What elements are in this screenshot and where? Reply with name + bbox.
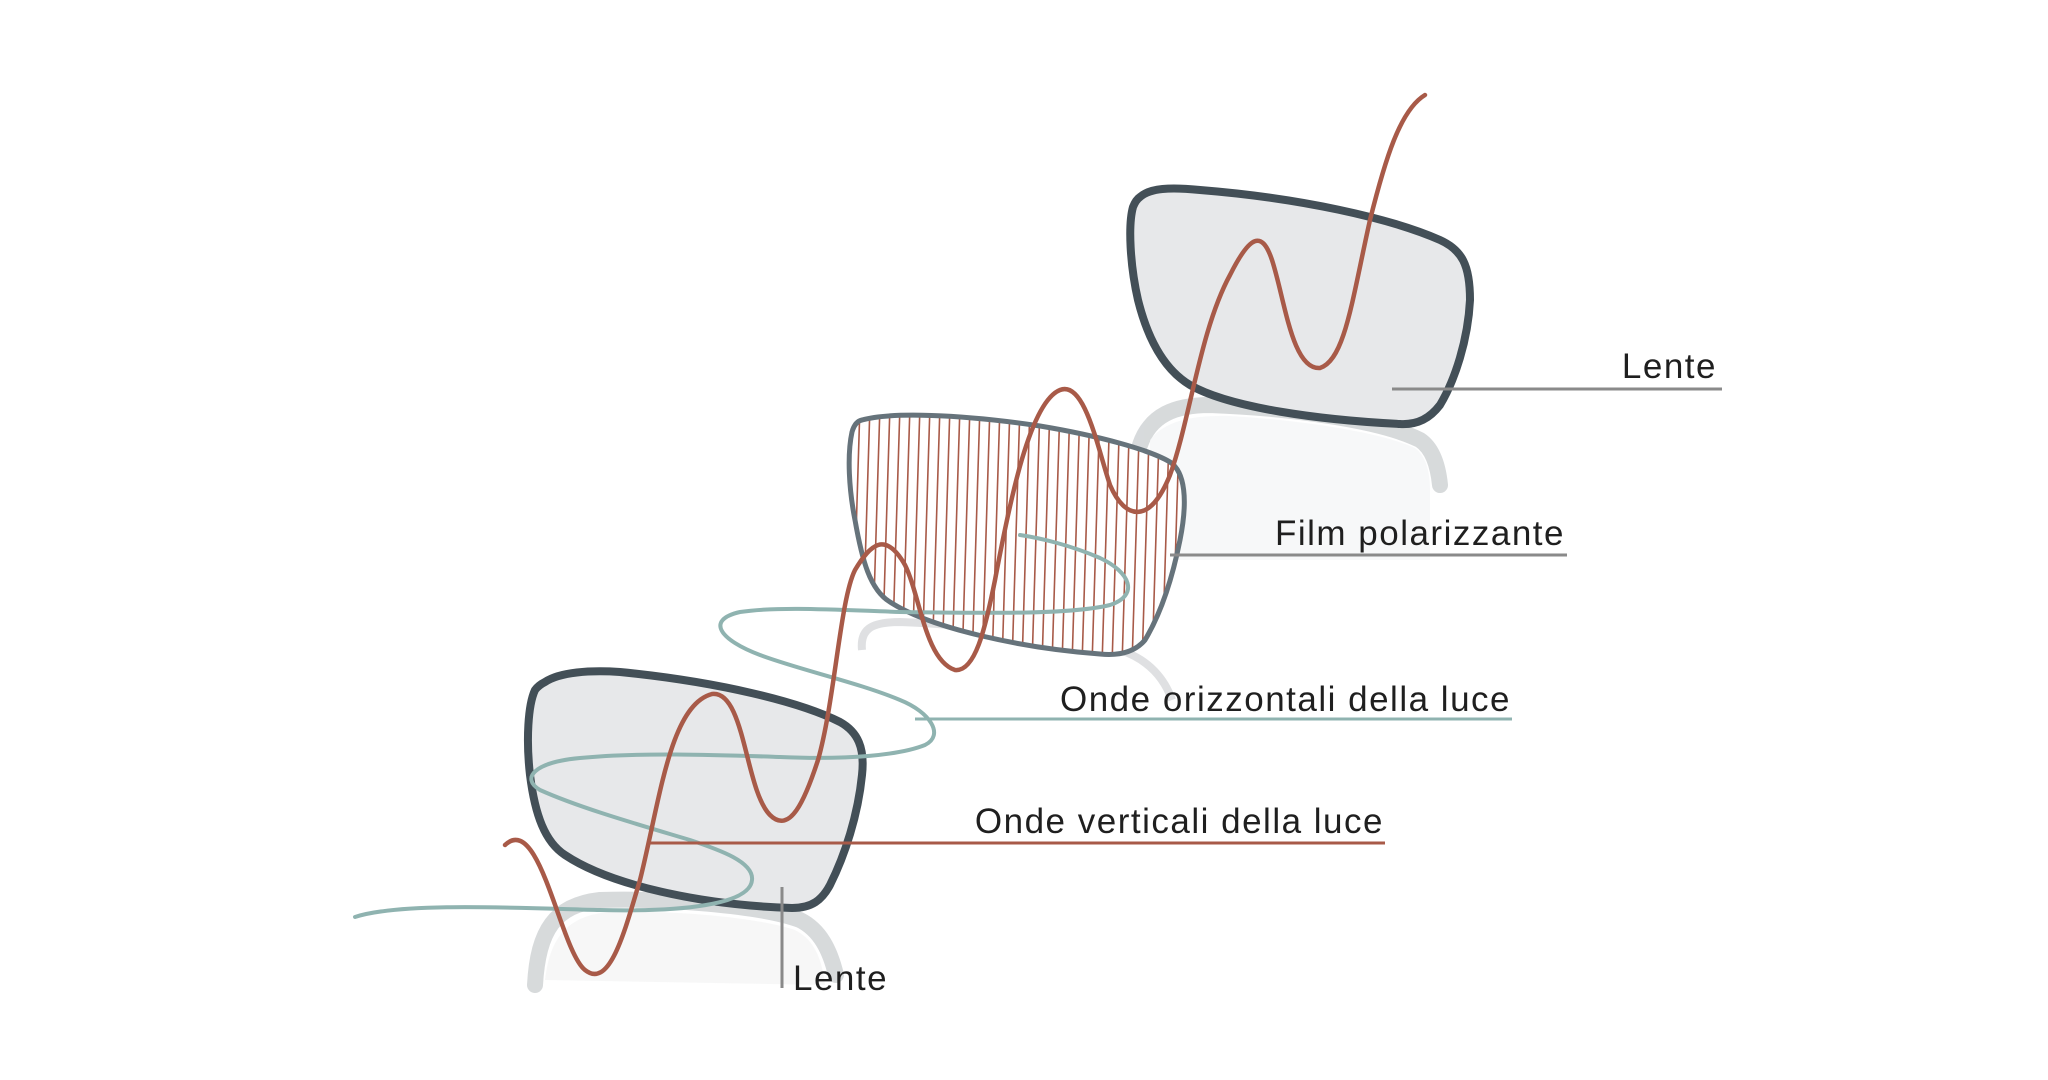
polarizer-line bbox=[1071, 415, 1081, 655]
polarizer-line bbox=[1081, 415, 1091, 655]
lens-back bbox=[1126, 184, 1474, 429]
label-horizontal-waves: Onde orizzontali della luce bbox=[1060, 680, 1511, 719]
label-lens-back: Lente bbox=[1622, 347, 1717, 386]
polarizer-line bbox=[991, 415, 1001, 655]
label-polarizing-film: Film polarizzante bbox=[1275, 514, 1565, 553]
polarizer-line bbox=[951, 415, 961, 655]
lens-front-reflection bbox=[527, 891, 844, 993]
label-vertical-waves: Onde verticali della luce bbox=[975, 802, 1384, 841]
polarizer-line bbox=[1101, 415, 1111, 655]
lens-front bbox=[523, 667, 867, 912]
polarizer-line bbox=[941, 415, 951, 655]
vertical-light-wave bbox=[502, 92, 1428, 977]
polarizer-line bbox=[1031, 415, 1041, 655]
polarizer-line bbox=[1111, 415, 1121, 655]
polarizer-line bbox=[1051, 415, 1061, 655]
label-lens-front: Lente bbox=[793, 959, 888, 998]
horizontal-light-wave bbox=[353, 533, 1131, 919]
polarizer-line bbox=[1011, 415, 1021, 655]
polarizer-line bbox=[981, 415, 991, 655]
polarizer-line bbox=[1041, 415, 1051, 655]
polarizer-line bbox=[1061, 415, 1071, 655]
polarizer-line bbox=[971, 415, 981, 655]
polarizer-line bbox=[961, 415, 971, 655]
